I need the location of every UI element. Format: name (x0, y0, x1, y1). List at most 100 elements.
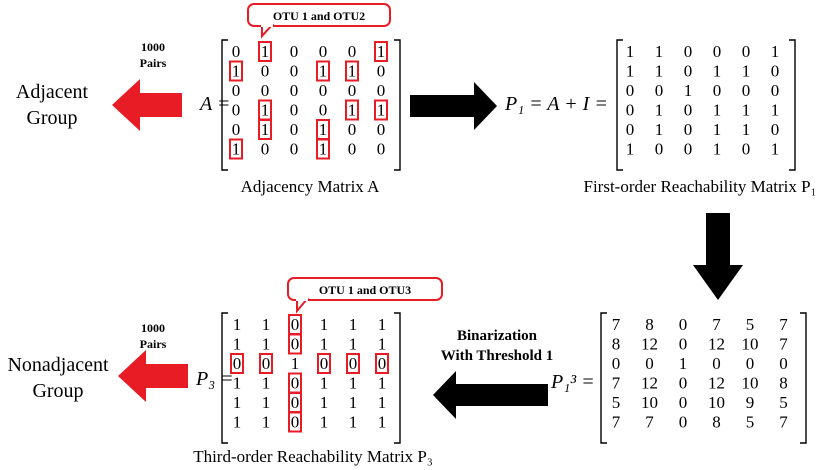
highlight-box (288, 333, 302, 355)
matrix-cell: 0 (684, 101, 693, 120)
matrix-cell: 0 (233, 354, 242, 373)
matrix-cell: 1 (233, 374, 242, 393)
matrix-a-prefix: A = (198, 93, 230, 115)
matrix-cell: 0 (684, 62, 693, 81)
matrix-cell: 1 (378, 335, 387, 354)
matrix-cell: 1 (378, 374, 387, 393)
matrix-cell: 1 (713, 120, 722, 139)
matrix-cell: 1 (349, 315, 358, 334)
matrix-cell: 1 (262, 335, 271, 354)
matrix-cell: 0 (679, 374, 688, 393)
matrix-cell: 0 (655, 81, 664, 100)
matrix-cell: 1 (233, 315, 242, 334)
matrix-cell: 0 (290, 140, 299, 159)
matrix-cell: 1 (262, 413, 271, 432)
matrix-cell: 1 (742, 101, 751, 120)
matrix-cell: 0 (679, 413, 688, 432)
highlight-box (317, 353, 331, 374)
matrix-cell: 8 (612, 335, 621, 354)
matrix-cell: 0 (377, 62, 386, 81)
matrix-cell: 0 (713, 42, 722, 61)
matrix-cell: 7 (612, 315, 621, 334)
matrix-cell: 0 (290, 62, 299, 81)
matrix-cell: 1 (261, 101, 270, 120)
matrix-cell: 0 (290, 101, 299, 120)
matrix-cell: 0 (746, 354, 755, 373)
matrix-cell: 0 (348, 120, 357, 139)
adjacent-pairs-word: Pairs (140, 56, 167, 70)
third-order-caption: Third-order Reachability Matrix P₃ (193, 447, 433, 466)
matrix-cell: 1 (742, 120, 751, 139)
matrix-cell: 1 (377, 101, 386, 120)
matrix-cell: 9 (746, 393, 755, 412)
matrix-cell: 1 (378, 413, 387, 432)
adjacent-group-line2: Group (26, 107, 77, 129)
matrix-cell: 0 (349, 354, 358, 373)
right-bracket (800, 312, 807, 444)
left-bracket (616, 39, 623, 171)
highlight-box (229, 138, 243, 160)
matrix-cell: 1 (771, 101, 780, 120)
matrix-cell: 0 (232, 101, 241, 120)
matrix-cell: 0 (679, 393, 688, 412)
matrix-cell: 0 (232, 42, 241, 61)
matrix-cell: 0 (290, 120, 299, 139)
matrix-cell: 5 (746, 413, 755, 432)
matrix-cell: 0 (679, 335, 688, 354)
matrix-cell: 0 (684, 42, 693, 61)
binarization-line2: With Threshold 1 (441, 348, 554, 364)
adjacency-caption: Adjacency Matrix A (241, 177, 381, 196)
matrix-cell: 0 (261, 62, 270, 81)
matrix-cell: 0 (771, 120, 780, 139)
matrix-cell: 1 (320, 335, 329, 354)
matrix-cell: 0 (232, 120, 241, 139)
matrix-cell: 0 (377, 81, 386, 100)
matrix-cell: 1 (684, 81, 693, 100)
matrix-cell: 0 (320, 354, 329, 373)
matrix-cell: 0 (626, 81, 635, 100)
matrix-cell: 7 (779, 413, 788, 432)
matrix-cell: 0 (712, 354, 721, 373)
matrix-cell: 8 (779, 374, 788, 393)
matrix-cell: 5 (779, 393, 788, 412)
matrix-cell: 7 (612, 374, 621, 393)
matrix-cell: 0 (291, 315, 300, 334)
matrix-cell: 0 (771, 81, 780, 100)
matrix-cell: 1 (320, 393, 329, 412)
matrix-cell: 0 (742, 140, 751, 159)
first-order-caption: First-order Reachability Matrix P₁ (583, 177, 816, 196)
adjacent-pairs-count: 1000 (141, 40, 165, 54)
highlight-box (229, 60, 243, 82)
matrix-cell: 1 (233, 393, 242, 412)
matrix-cell: 1 (626, 42, 635, 61)
matrix-cell: 0 (348, 42, 357, 61)
matrix-cell: 1 (771, 42, 780, 61)
matrix-cell: 0 (261, 140, 270, 159)
matrix-cell: 1 (349, 335, 358, 354)
matrix-cell: 10 (742, 335, 759, 354)
matrix-cell: 0 (684, 140, 693, 159)
matrix-cell: 0 (262, 354, 271, 373)
matrix-cell: 0 (319, 101, 328, 120)
matrix-cell: 0 (779, 354, 788, 373)
matrix-cell: 0 (679, 315, 688, 334)
matrix-cell: 7 (645, 413, 654, 432)
matrix-cell: 1 (320, 413, 329, 432)
adjacent-group-line1: Adjacent (16, 81, 89, 103)
matrix-cell: 0 (645, 354, 654, 373)
matrix-cell: 1 (348, 62, 357, 81)
highlight-box (230, 353, 244, 374)
highlight-box (258, 119, 272, 140)
nonadjacent-pairs-count: 1000 (141, 321, 165, 335)
matrix-cell: 1 (319, 120, 328, 139)
matrix-cell: 0 (626, 120, 635, 139)
matrix-cell: 12 (641, 374, 658, 393)
highlight-box (258, 41, 272, 62)
matrix-cell: 8 (712, 413, 721, 432)
matrix-cell: 1 (233, 413, 242, 432)
matrix-cell: 0 (291, 393, 300, 412)
matrix-cell: 1 (655, 120, 664, 139)
